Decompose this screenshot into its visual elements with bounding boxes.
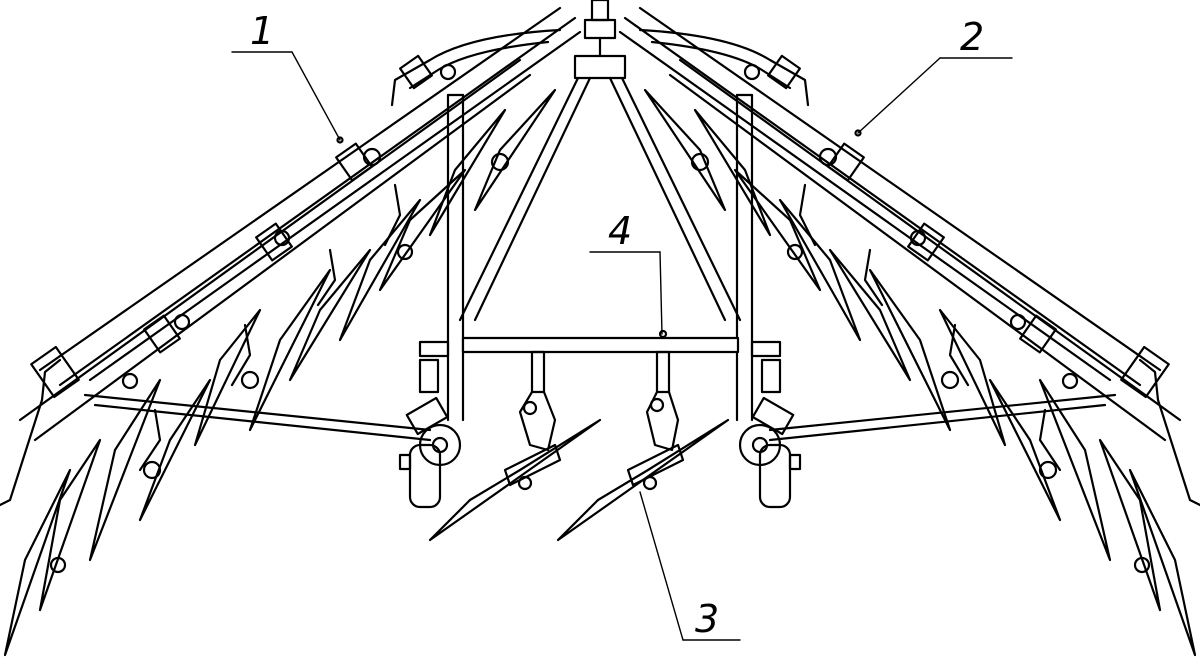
callout-label-3: 3	[695, 597, 719, 641]
left-drawbar	[83, 393, 432, 442]
callout-3: 3	[639, 491, 741, 641]
left-wing-tines	[3, 88, 557, 657]
center-shank-right	[556, 350, 730, 542]
right-wing-tines	[643, 88, 1197, 657]
central-hitch	[458, 0, 742, 322]
center-shank-left	[428, 350, 602, 542]
right-wing-frame	[618, 6, 1200, 574]
center-crossbar	[461, 329, 740, 354]
right-drawbar	[768, 393, 1117, 442]
callout-label-4: 4	[608, 209, 632, 253]
callout-label-1: 1	[250, 9, 274, 53]
callout-4: 4	[589, 209, 663, 335]
left-wheel-assembly	[398, 93, 465, 509]
callout-2: 2	[854, 15, 1013, 137]
callout-1: 1	[231, 9, 344, 144]
right-wheel-assembly	[735, 93, 802, 509]
callout-label-2: 2	[960, 15, 984, 59]
